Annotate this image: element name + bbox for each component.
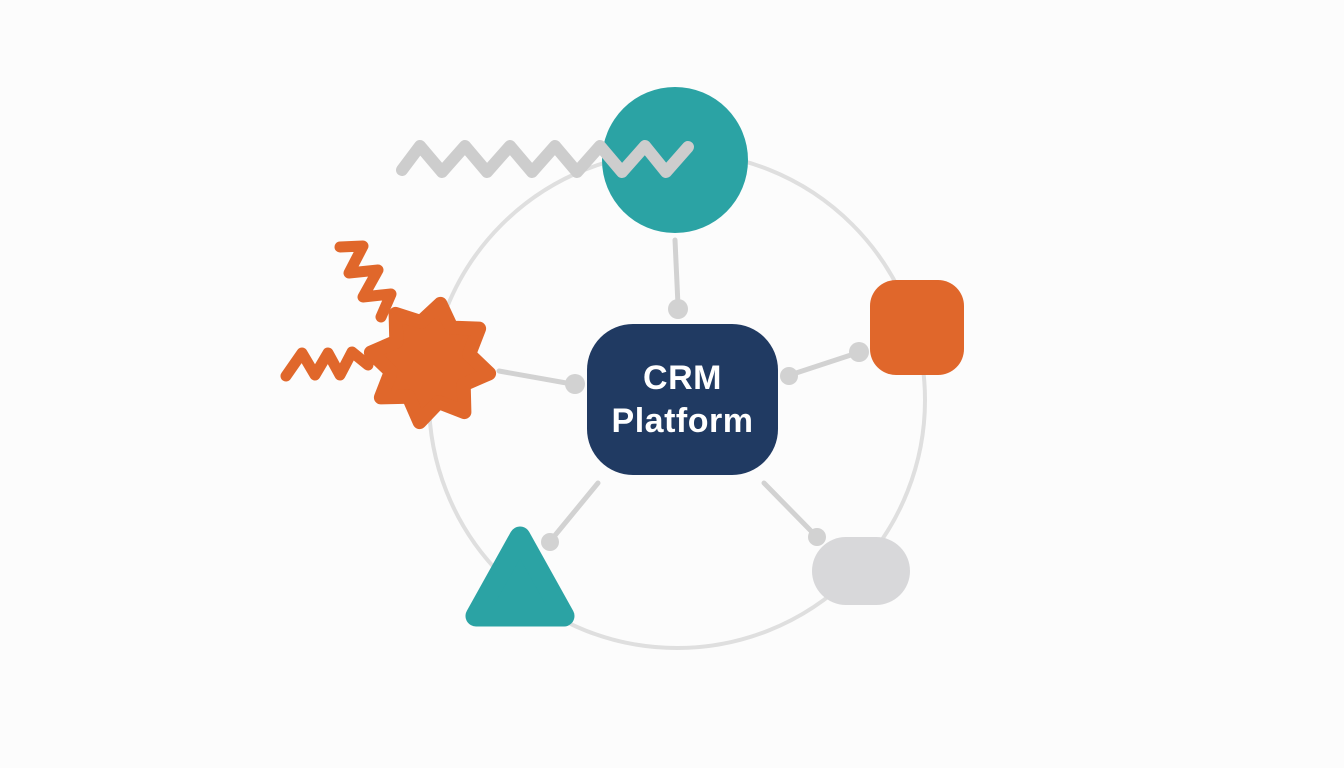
- square-node: [870, 280, 964, 375]
- connector-left-dot: [565, 374, 585, 394]
- connector-right-dot-outer: [849, 342, 869, 362]
- connector-right: [787, 350, 860, 378]
- gray-zigzag-icon: [396, 140, 694, 178]
- triangle-node: [465, 526, 575, 627]
- connector-top: [672, 237, 681, 308]
- orange-zigzag-diagonal-icon: [334, 240, 397, 323]
- connector-bottom-left-dot: [541, 533, 559, 551]
- center-node: CRM Platform: [587, 324, 778, 475]
- pill-node: [812, 537, 910, 605]
- center-node-label-line1: CRM: [643, 358, 722, 397]
- center-node-label-line2: Platform: [611, 401, 754, 440]
- orange-zigzag-horizontal-icon: [280, 346, 374, 382]
- connectors: [496, 237, 869, 551]
- connector-right-dot-inner: [780, 367, 798, 385]
- starburst-node: [363, 296, 497, 430]
- connector-top-dot: [668, 299, 688, 319]
- connector-bottom-right-dot: [808, 528, 826, 546]
- connector-bottom-left: [549, 480, 601, 542]
- connector-bottom-right: [761, 480, 817, 537]
- connector-left: [496, 368, 575, 387]
